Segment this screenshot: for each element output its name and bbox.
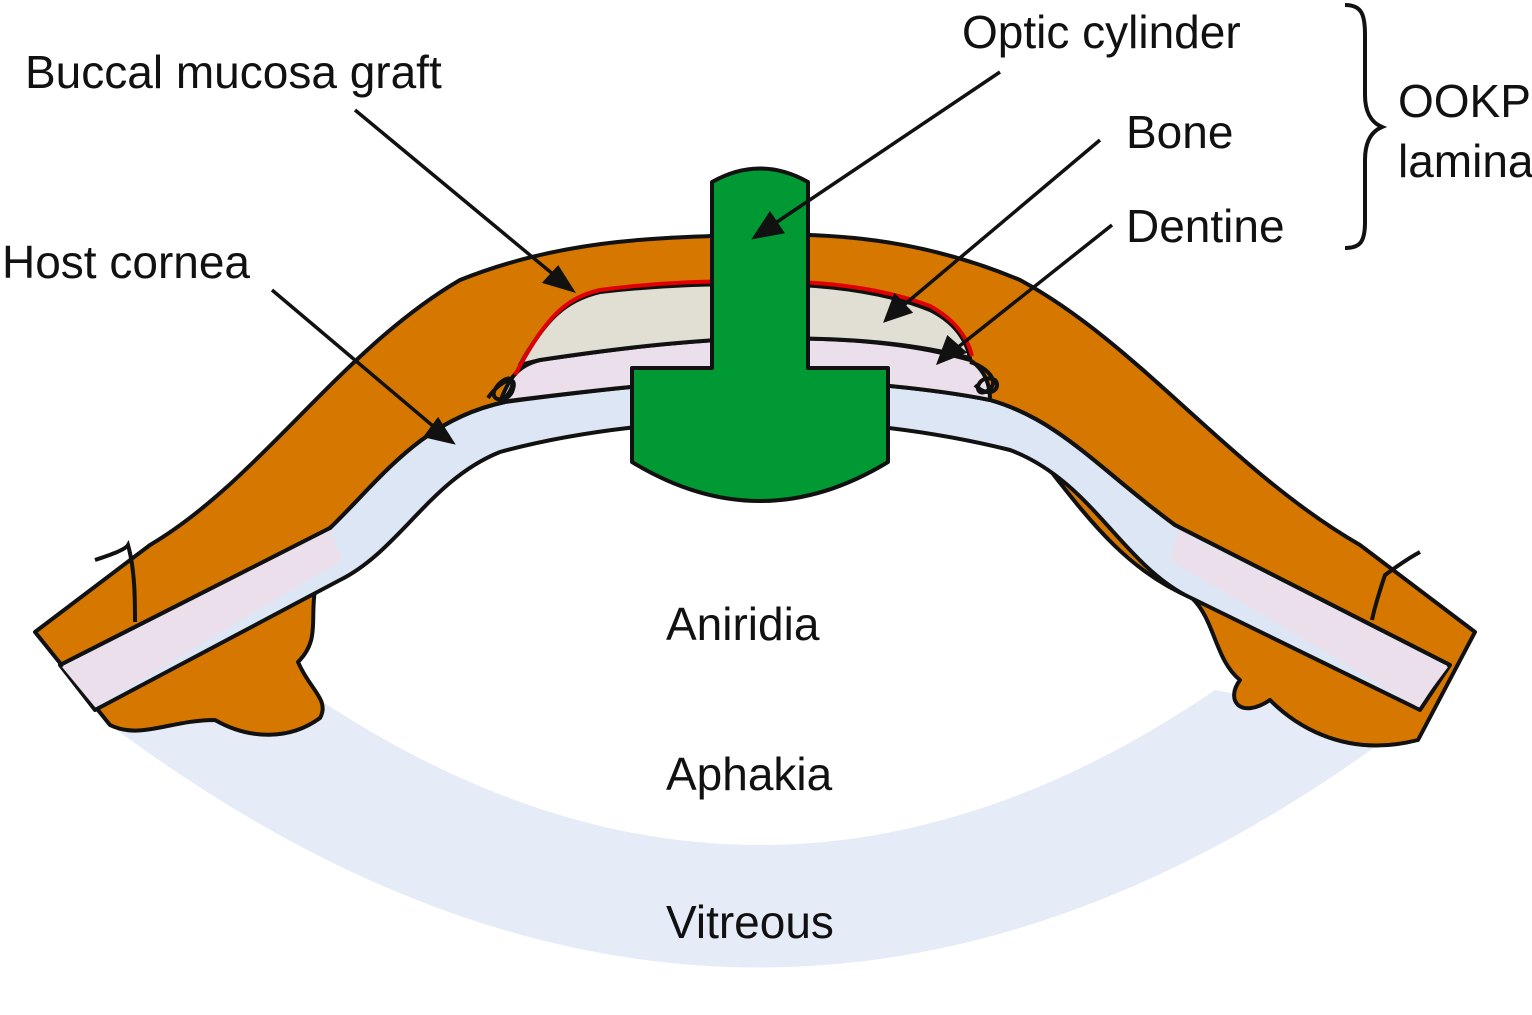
- label-buccal-mucosa-graft: Buccal mucosa graft: [25, 46, 442, 98]
- label-host-cornea: Host cornea: [2, 236, 250, 288]
- label-vitreous: Vitreous: [666, 896, 834, 948]
- leader-arrows: [270, 70, 1114, 445]
- suture-stitch-right: [1370, 550, 1421, 621]
- arrow-bone: [896, 138, 1102, 312]
- label-bone: Bone: [1126, 106, 1233, 158]
- label-lamina: lamina: [1398, 135, 1532, 187]
- cornea-outline-top-right: [989, 398, 1451, 667]
- label-optic-cylinder: Optic cylinder: [962, 6, 1241, 58]
- label-aphakia: Aphakia: [666, 748, 833, 800]
- arrowhead-buccal-mucosa: [541, 265, 576, 294]
- suture-stitch-left: [94, 539, 137, 623]
- suture-knot-right: [969, 360, 999, 395]
- arrowhead-optic-cylinder: [751, 210, 785, 240]
- cornea-outline-top: [59, 400, 506, 667]
- optic-cylinder: [630, 166, 890, 503]
- suture-knot-left: [486, 376, 516, 402]
- cornea-periphery-left: [62, 530, 342, 707]
- label-dentine: Dentine: [1126, 200, 1285, 252]
- ookp-brace: [1344, 3, 1388, 250]
- vitreous-region: [110, 690, 1405, 968]
- arrow-optic-cylinder: [767, 70, 1001, 230]
- buccal-mucosa-graft: [33, 232, 1477, 748]
- label-aniridia: Aniridia: [666, 598, 820, 650]
- arrow-buccal-mucosa: [353, 108, 562, 282]
- arrowhead-dentine: [935, 335, 968, 366]
- arrow-dentine: [950, 223, 1114, 354]
- arrowhead-bone: [883, 292, 914, 323]
- cornea-periphery-right: [1170, 530, 1448, 707]
- arrowhead-host-cornea: [422, 416, 456, 445]
- arrow-host-cornea: [270, 288, 442, 434]
- label-ookp: OOKP: [1398, 75, 1531, 127]
